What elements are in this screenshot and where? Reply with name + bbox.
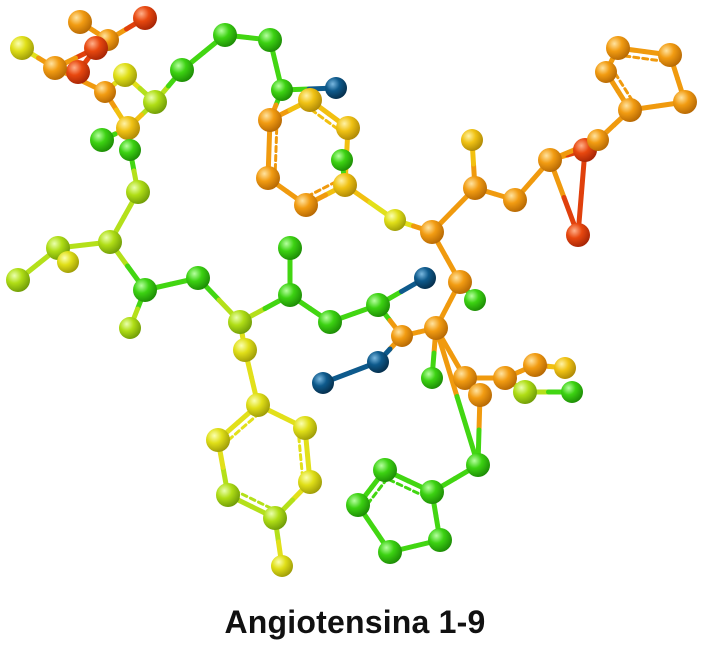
- atom-q2: [658, 43, 682, 67]
- atom-m4: [312, 372, 334, 394]
- atom-a10: [143, 90, 167, 114]
- atom-c4: [57, 251, 79, 273]
- atom-m11: [421, 367, 443, 389]
- molecule-3d-render: [6, 6, 697, 577]
- atom-p6: [258, 108, 282, 132]
- atom-s7: [468, 383, 492, 407]
- atom-s1: [453, 366, 477, 390]
- atom-b2: [213, 23, 237, 47]
- atom-r6: [566, 223, 590, 247]
- atom-t1: [233, 338, 257, 362]
- atom-q3: [673, 90, 697, 114]
- atom-t4: [298, 470, 322, 494]
- atom-c8: [186, 266, 210, 290]
- atom-p3: [333, 173, 357, 197]
- bond-23-inner: [273, 127, 279, 172]
- atom-c2: [98, 230, 122, 254]
- atom-p1: [298, 88, 322, 112]
- atom-t2: [246, 393, 270, 417]
- atom-b4: [271, 79, 293, 101]
- atom-p4: [294, 193, 318, 217]
- atom-c1: [126, 180, 150, 204]
- bond-87-inner: [387, 478, 424, 497]
- atom-m9: [424, 316, 448, 340]
- atom-a13: [119, 139, 141, 161]
- atom-c12: [318, 310, 342, 334]
- atom-a7: [43, 56, 67, 80]
- atom-layer: [6, 6, 697, 577]
- atom-m1: [366, 293, 390, 317]
- atom-s2: [493, 366, 517, 390]
- bond-42-inner: [297, 435, 304, 477]
- atom-c10: [278, 283, 302, 307]
- atom-r3: [503, 188, 527, 212]
- atom-a9: [113, 63, 137, 87]
- atom-m8: [464, 289, 486, 311]
- bond-86-inner: [366, 478, 388, 506]
- atom-a11: [116, 116, 140, 140]
- atom-m3: [367, 351, 389, 373]
- atom-r2: [461, 129, 483, 151]
- bond-21-inner: [307, 180, 338, 198]
- bond-44-inner: [236, 490, 273, 510]
- atom-s6: [561, 381, 583, 403]
- atom-b1: [170, 58, 194, 82]
- atom-c11: [278, 236, 302, 260]
- atom-p2: [336, 116, 360, 140]
- atom-c5: [6, 268, 30, 292]
- atom-h1: [466, 453, 490, 477]
- atom-m6: [420, 220, 444, 244]
- atom-m5: [384, 209, 406, 231]
- atom-a12: [90, 128, 114, 152]
- bond-layer: [15, 15, 688, 569]
- atom-a6: [10, 36, 34, 60]
- atom-h5: [346, 493, 370, 517]
- atom-h2: [420, 480, 444, 504]
- atom-t5: [263, 506, 287, 530]
- atom-a8: [94, 81, 116, 103]
- atom-c6: [133, 278, 157, 302]
- atom-q1: [606, 36, 630, 60]
- atom-t6: [216, 483, 240, 507]
- atom-q4: [618, 98, 642, 122]
- atom-p7: [325, 77, 347, 99]
- atom-m10: [391, 325, 413, 347]
- atom-t8: [271, 555, 293, 577]
- bond-46-inner: [227, 414, 259, 442]
- atom-s5: [513, 380, 537, 404]
- atom-p8: [331, 149, 353, 171]
- figure-caption: Angiotensina 1-9: [224, 604, 486, 640]
- atom-a5: [66, 60, 90, 84]
- atom-c9: [228, 310, 252, 334]
- atom-r7: [587, 129, 609, 151]
- bond-72-inner: [614, 72, 634, 103]
- atom-h3: [428, 528, 452, 552]
- atom-a1: [68, 10, 92, 34]
- atom-s4: [554, 357, 576, 379]
- bond-69-inner: [623, 54, 663, 63]
- atom-r1: [463, 176, 487, 200]
- atom-r4: [538, 148, 562, 172]
- atom-h6: [373, 458, 397, 482]
- atom-m7: [448, 270, 472, 294]
- atom-p5: [256, 166, 280, 190]
- atom-a3: [133, 6, 157, 30]
- atom-m2: [414, 267, 436, 289]
- bond-19-inner: [310, 108, 340, 131]
- atom-c7: [119, 317, 141, 339]
- atom-a4: [84, 36, 108, 60]
- atom-s3: [523, 353, 547, 377]
- atom-q5: [595, 61, 617, 83]
- atom-h4: [378, 540, 402, 564]
- atom-t7: [206, 428, 230, 452]
- atom-t3: [293, 416, 317, 440]
- atom-b3: [258, 28, 282, 52]
